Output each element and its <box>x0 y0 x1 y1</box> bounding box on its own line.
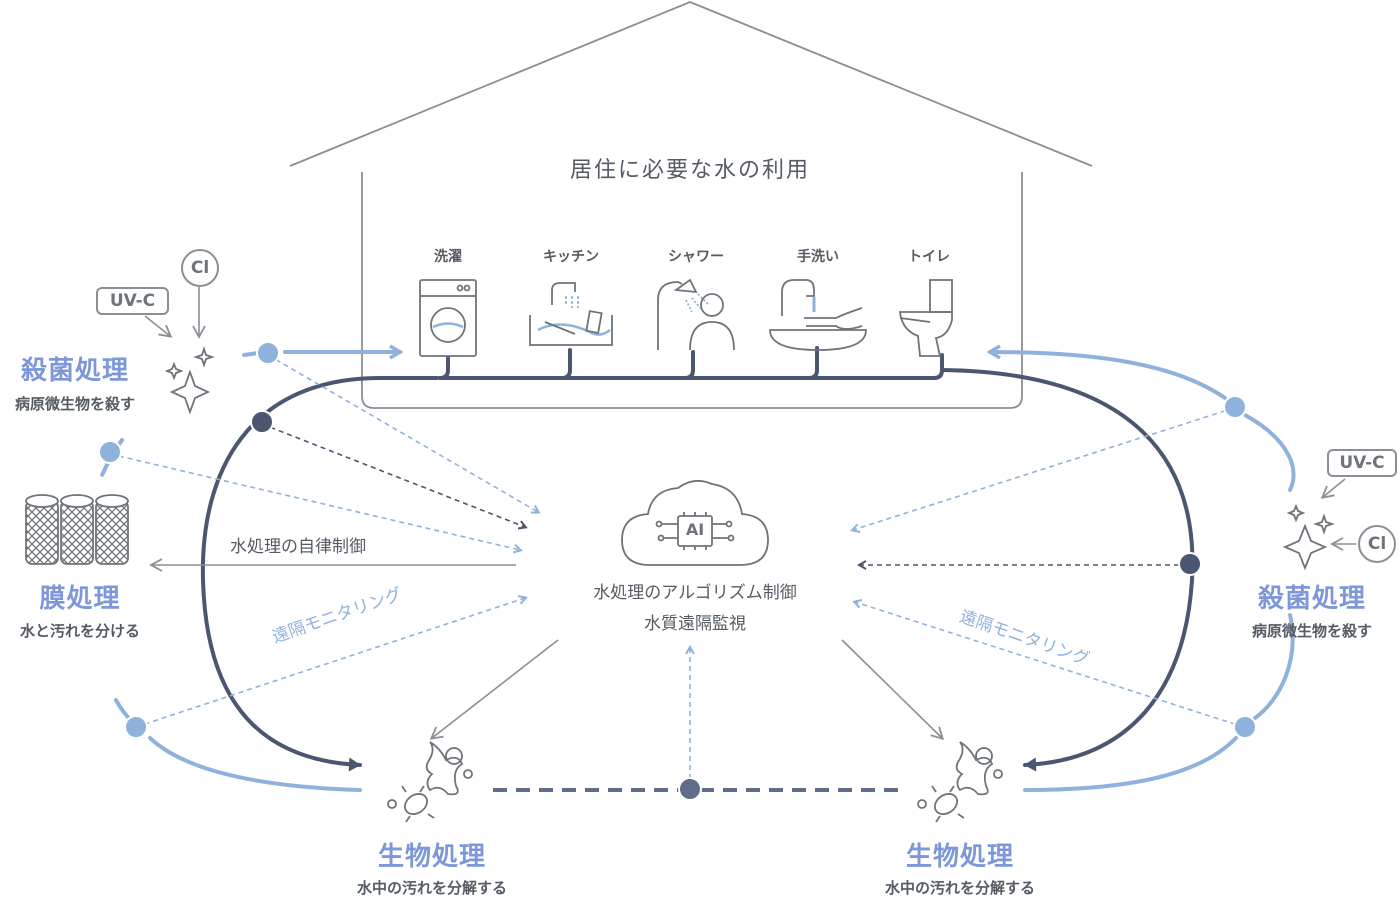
node-light-top-right <box>1223 395 1247 419</box>
washing-machine-icon <box>419 279 477 357</box>
membrane-subtitle: 水と汚れを分ける <box>19 622 140 640</box>
disinfection-subtitle-right: 病原微生物を殺す <box>1251 622 1372 640</box>
uv-c-tag-left: UV-C <box>96 287 169 315</box>
chlorine-tag-left: Cl <box>181 249 219 287</box>
bio-title-right: 生物処理 <box>905 842 1014 872</box>
bio-subtitle-right: 水中の汚れを分解する <box>884 879 1035 897</box>
node-bio-center <box>678 777 702 801</box>
signal-lines <box>109 354 1245 788</box>
node-light-top-left <box>256 341 280 365</box>
bio-title-left: 生物処理 <box>377 842 486 872</box>
sparkle-icon-right <box>1282 503 1335 571</box>
light-flow-right <box>986 344 1296 792</box>
membrane-title: 膜処理 <box>39 584 121 614</box>
light-flow-left <box>98 344 404 792</box>
dark-flow-loop <box>200 346 1195 772</box>
microbe-icon-right <box>917 741 1003 823</box>
remote-quality-monitoring-label: 水質遠隔監視 <box>644 614 746 634</box>
control-arrows <box>149 558 945 741</box>
ai-label: AI <box>685 520 705 539</box>
house-outline <box>289 1 1093 409</box>
uv-c-tag-right: UV-C <box>1327 449 1397 477</box>
fixture-label-handwash: 手洗い <box>797 249 839 265</box>
flow-nodes <box>98 341 1257 801</box>
autonomous-control-label: 水処理の自律制御 <box>230 537 366 557</box>
node-light-bottom-right <box>1233 715 1257 739</box>
node-dark-right <box>1178 552 1202 576</box>
kitchen-sink-icon <box>529 282 613 346</box>
fixture-label-toilet: トイレ <box>908 249 950 265</box>
toilet-icon <box>898 279 953 357</box>
fixture-label-shower: シャワー <box>668 249 724 265</box>
node-dark-left <box>250 410 274 434</box>
handwash-icon <box>769 279 867 351</box>
house-title: 居住に必要な水の利用 <box>569 158 810 183</box>
membrane-filter-icon <box>25 494 129 565</box>
shower-icon <box>657 278 735 351</box>
microbe-icon-left <box>387 741 473 823</box>
ai-cloud-icon <box>621 479 769 566</box>
fixture-label-laundry: 洗濯 <box>434 249 462 265</box>
tag-arrows <box>144 287 1356 551</box>
node-light-membrane <box>98 440 122 464</box>
sparkle-icon-left <box>164 346 215 415</box>
disinfection-subtitle-left: 病原微生物を殺す <box>14 395 135 413</box>
chlorine-tag-right: Cl <box>1358 525 1396 563</box>
node-light-bottom-left <box>124 715 148 739</box>
fixture-label-kitchen: キッチン <box>543 249 599 265</box>
disinfection-title-left: 殺菌処理 <box>20 356 129 386</box>
disinfection-title-right: 殺菌処理 <box>1257 584 1366 614</box>
algorithm-control-label: 水処理のアルゴリズム制御 <box>593 583 797 603</box>
bio-subtitle-left: 水中の汚れを分解する <box>356 879 507 897</box>
